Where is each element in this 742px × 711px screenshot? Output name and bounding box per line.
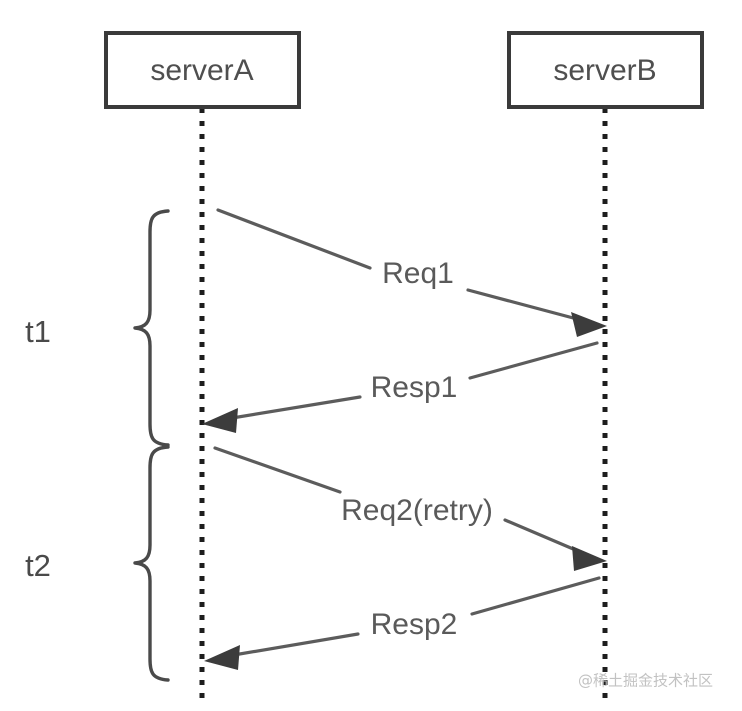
watermark-text: @稀土掘金技术社区 — [578, 672, 713, 690]
brace-path-t2 — [133, 445, 170, 682]
message-line-resp2-left — [220, 632, 360, 659]
message-line-req1-right — [466, 288, 594, 325]
message-resp2[interactable]: Resp2 — [204, 576, 601, 670]
arrow-head-resp2 — [204, 645, 240, 670]
participant-box-serverB[interactable]: serverB — [507, 31, 704, 109]
arrow-head-req1 — [571, 312, 607, 337]
message-req1[interactable]: Req1 — [216, 208, 607, 337]
message-label-req2: Req2(retry) — [341, 494, 493, 527]
phase-label-t2: t2 — [25, 548, 51, 583]
phase-bracket-t1: t1 — [25, 209, 170, 447]
participant-box-rect-serverB — [507, 31, 704, 109]
arrow-head-req2 — [572, 546, 607, 571]
message-line-resp1-left — [218, 395, 362, 422]
message-label-resp1: Resp1 — [371, 371, 458, 404]
message-line-resp1-right — [468, 341, 599, 380]
participant-box-serverA[interactable]: serverA — [104, 31, 301, 109]
message-line-req1-left — [216, 208, 372, 270]
brace-path-t1 — [133, 209, 170, 447]
participant-label-serverB: serverB — [553, 54, 656, 87]
phase-bracket-t2: t2 — [25, 445, 170, 682]
participant-box-rect-serverA — [104, 31, 301, 109]
phase-label-t1: t1 — [25, 314, 51, 349]
participant-label-serverA: serverA — [150, 54, 253, 87]
message-resp1[interactable]: Resp1 — [202, 341, 599, 433]
arrow-head-resp1 — [202, 408, 238, 433]
message-line-req2-left — [213, 446, 342, 494]
message-line-resp2-right — [470, 576, 601, 616]
message-label-resp2: Resp2 — [371, 608, 458, 641]
message-label-req1: Req1 — [382, 257, 454, 290]
message-req2[interactable]: Req2(retry) — [213, 446, 607, 571]
